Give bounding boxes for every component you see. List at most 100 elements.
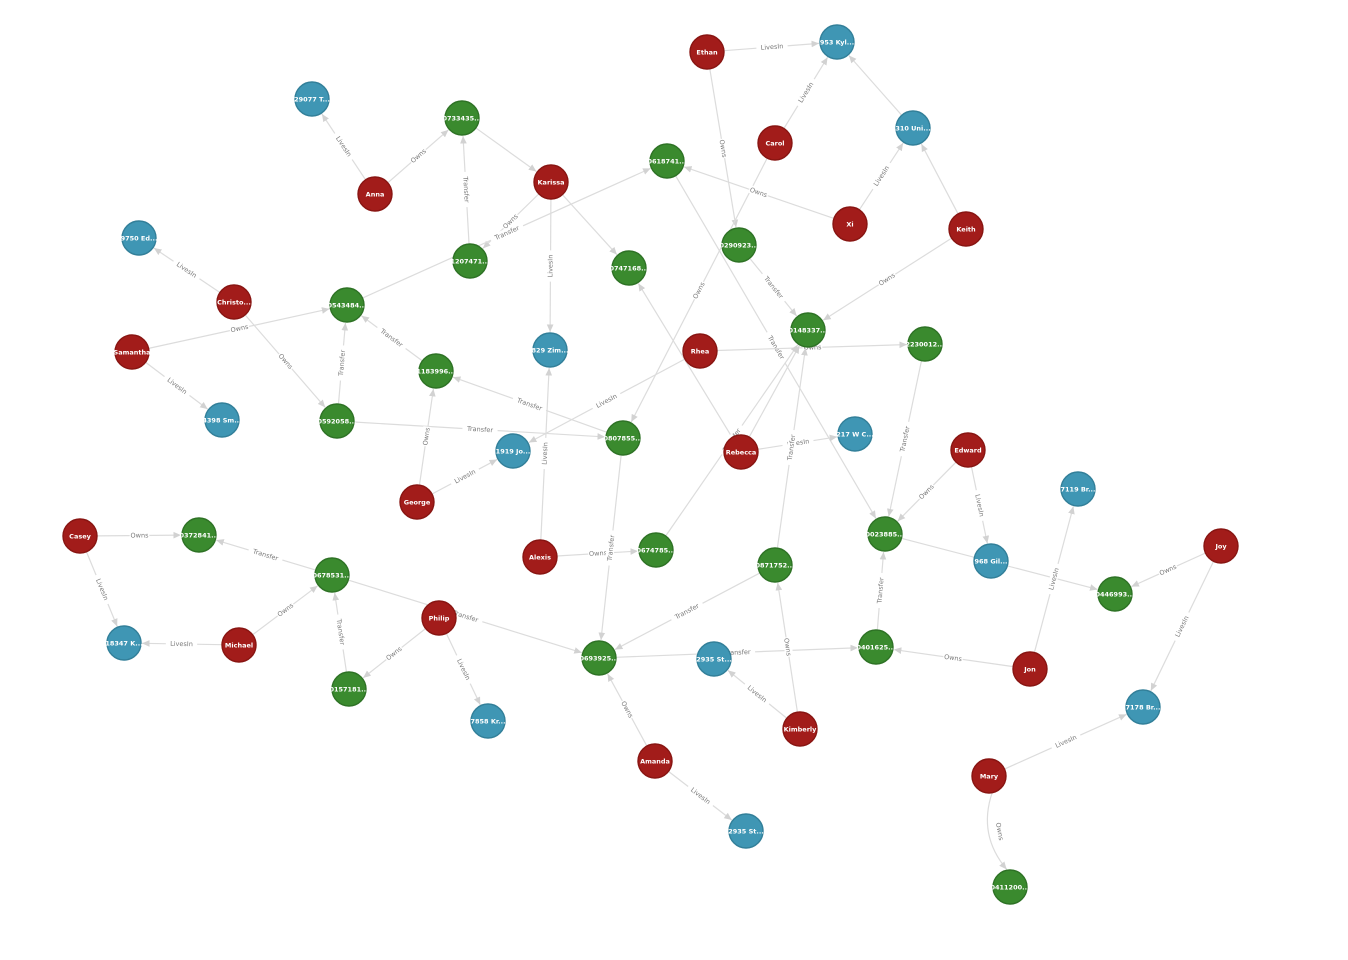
- edge-g0157-g0678[interactable]: Transfer: [332, 592, 348, 673]
- node-account-g0148[interactable]: 0148337...: [788, 312, 828, 348]
- node-address-a9750[interactable]: 9750 Ed...: [121, 220, 158, 256]
- node-address-a7119[interactable]: 7119 Br...: [1060, 471, 1096, 507]
- person-node-circle[interactable]: [533, 164, 569, 200]
- edge-kimberly-g0871[interactable]: Owns: [775, 582, 799, 713]
- node-person-ethan[interactable]: Ethan: [689, 34, 725, 70]
- account-node-circle[interactable]: [867, 516, 903, 552]
- node-account-g0411[interactable]: 0411200...: [990, 869, 1030, 905]
- edge-anna-a29077[interactable]: LivesIn: [321, 113, 367, 181]
- edge-g1183-g0543[interactable]: Transfer: [361, 315, 423, 362]
- node-account-g0023[interactable]: 0023885...: [865, 516, 905, 552]
- node-account-g2230[interactable]: 2230012...: [905, 326, 945, 362]
- account-node-circle[interactable]: [907, 326, 943, 362]
- account-node-circle[interactable]: [452, 243, 488, 279]
- person-node-circle[interactable]: [216, 284, 252, 320]
- account-node-circle[interactable]: [611, 250, 647, 286]
- node-address-a953[interactable]: 953 Kyl...: [819, 24, 855, 60]
- node-address-a829[interactable]: 829 Zim...: [532, 332, 569, 368]
- account-node-circle[interactable]: [581, 640, 617, 676]
- node-person-george[interactable]: George: [399, 484, 435, 520]
- node-account-g0372[interactable]: 0372841...: [179, 517, 219, 553]
- edge-g1207-g0733[interactable]: Transfer: [460, 135, 472, 245]
- edge-edward-g0023[interactable]: Owns: [897, 461, 957, 522]
- address-node-circle[interactable]: [973, 543, 1009, 579]
- account-node-circle[interactable]: [1097, 576, 1133, 612]
- person-node-circle[interactable]: [1203, 528, 1239, 564]
- edge-george-g1183[interactable]: Owns: [418, 388, 436, 486]
- person-node-circle[interactable]: [637, 743, 673, 779]
- node-account-g0807[interactable]: 0807855...: [603, 420, 643, 456]
- node-person-alexis[interactable]: Alexis: [522, 539, 558, 575]
- edge-keith-g0148[interactable]: Owns: [822, 237, 952, 321]
- edge-ethan-a953[interactable]: LivesIn: [723, 40, 820, 52]
- edge-g0871-g0148[interactable]: Transfer: [776, 347, 808, 549]
- address-node-circle[interactable]: [837, 416, 873, 452]
- account-node-circle[interactable]: [319, 403, 355, 439]
- node-account-g1183[interactable]: 1183996...: [416, 353, 456, 389]
- person-node-circle[interactable]: [832, 206, 868, 242]
- edge-philip-a7858[interactable]: LivesIn: [445, 633, 481, 706]
- edge-g0592-g0543[interactable]: Transfer: [336, 322, 349, 405]
- node-address-a2935b[interactable]: 2935 St...: [728, 813, 764, 849]
- node-address-a4398[interactable]: 4398 Sm...: [202, 402, 242, 438]
- edge-g0807-g0693[interactable]: Transfer: [598, 454, 622, 641]
- account-node-circle[interactable]: [444, 100, 480, 136]
- edge-rebecca-a217[interactable]: LivesIn: [757, 434, 838, 450]
- edge-mary-a7178[interactable]: LivesIn: [1004, 713, 1127, 770]
- node-person-keith[interactable]: Keith: [948, 211, 984, 247]
- edge-g0290-g0148[interactable]: Transfer: [749, 257, 798, 317]
- node-account-g0592[interactable]: 0592058...: [317, 403, 357, 439]
- account-node-circle[interactable]: [638, 532, 674, 568]
- address-node-circle[interactable]: [294, 81, 330, 117]
- edge-joy-g0446[interactable]: Owns: [1131, 552, 1206, 588]
- person-node-circle[interactable]: [971, 758, 1007, 794]
- edge-karissa-a829[interactable]: LivesIn: [545, 198, 555, 333]
- node-account-g0693[interactable]: 0693925...: [579, 640, 619, 676]
- address-node-circle[interactable]: [728, 813, 764, 849]
- edge-edward-a968[interactable]: LivesIn: [970, 466, 990, 544]
- node-person-xi[interactable]: Xi: [832, 206, 868, 242]
- node-person-michael[interactable]: Michael: [221, 627, 257, 663]
- address-node-circle[interactable]: [819, 24, 855, 60]
- person-node-circle[interactable]: [950, 432, 986, 468]
- person-node-circle[interactable]: [62, 518, 98, 554]
- account-node-circle[interactable]: [757, 547, 793, 583]
- edge-alexis-g0674[interactable]: Owns: [556, 548, 639, 558]
- address-node-circle[interactable]: [470, 703, 506, 739]
- node-account-g0674[interactable]: 0674785...: [636, 532, 676, 568]
- account-node-circle[interactable]: [605, 420, 641, 456]
- edge-christo-g0592[interactable]: Owns: [244, 314, 326, 408]
- address-node-circle[interactable]: [696, 641, 732, 677]
- person-node-circle[interactable]: [948, 211, 984, 247]
- edge-g0807-g1183[interactable]: Transfer: [452, 376, 608, 433]
- edge-carol-a953[interactable]: LivesIn: [783, 57, 829, 129]
- node-person-rebecca[interactable]: Rebecca: [723, 434, 759, 470]
- edge-g0693-g0401[interactable]: Transfer: [615, 644, 859, 658]
- edge-amanda-a2935b[interactable]: LivesIn: [668, 770, 733, 821]
- person-node-circle[interactable]: [682, 333, 718, 369]
- edge-g0871-g0693[interactable]: Transfer: [614, 572, 761, 651]
- node-person-philip[interactable]: Philip: [421, 600, 457, 636]
- edge-philip-g0157[interactable]: Owns: [362, 628, 427, 679]
- account-node-circle[interactable]: [649, 143, 685, 179]
- edge-christo-a9750[interactable]: LivesIn: [153, 247, 221, 293]
- person-node-circle[interactable]: [221, 627, 257, 663]
- edge-g0592-g0807[interactable]: Transfer: [353, 421, 606, 440]
- edge-g0401-g0023[interactable]: Transfer: [874, 551, 887, 631]
- edge-kimberly-a2935a[interactable]: LivesIn: [727, 669, 788, 719]
- edge-rebecca-g0148[interactable]: [748, 345, 800, 438]
- address-node-circle[interactable]: [106, 625, 142, 661]
- node-person-carol[interactable]: Carol: [757, 125, 793, 161]
- edge-amanda-g0693[interactable]: Owns: [607, 673, 648, 747]
- node-address-a1919[interactable]: 1919 Jo...: [495, 433, 531, 469]
- person-node-circle[interactable]: [782, 711, 818, 747]
- edge-michael-a18347[interactable]: LivesIn: [141, 639, 223, 648]
- person-node-circle[interactable]: [399, 484, 435, 520]
- address-node-circle[interactable]: [532, 332, 568, 368]
- account-node-circle[interactable]: [331, 671, 367, 707]
- node-address-a7178[interactable]: 7178 Br...: [1125, 689, 1161, 725]
- edge-g0678-g0372[interactable]: Transfer: [216, 539, 316, 571]
- node-account-g0543[interactable]: 0543484...: [327, 287, 367, 323]
- edge-g2230-g0023[interactable]: Transfer: [886, 360, 923, 517]
- node-account-g0290[interactable]: 0290923...: [719, 227, 759, 263]
